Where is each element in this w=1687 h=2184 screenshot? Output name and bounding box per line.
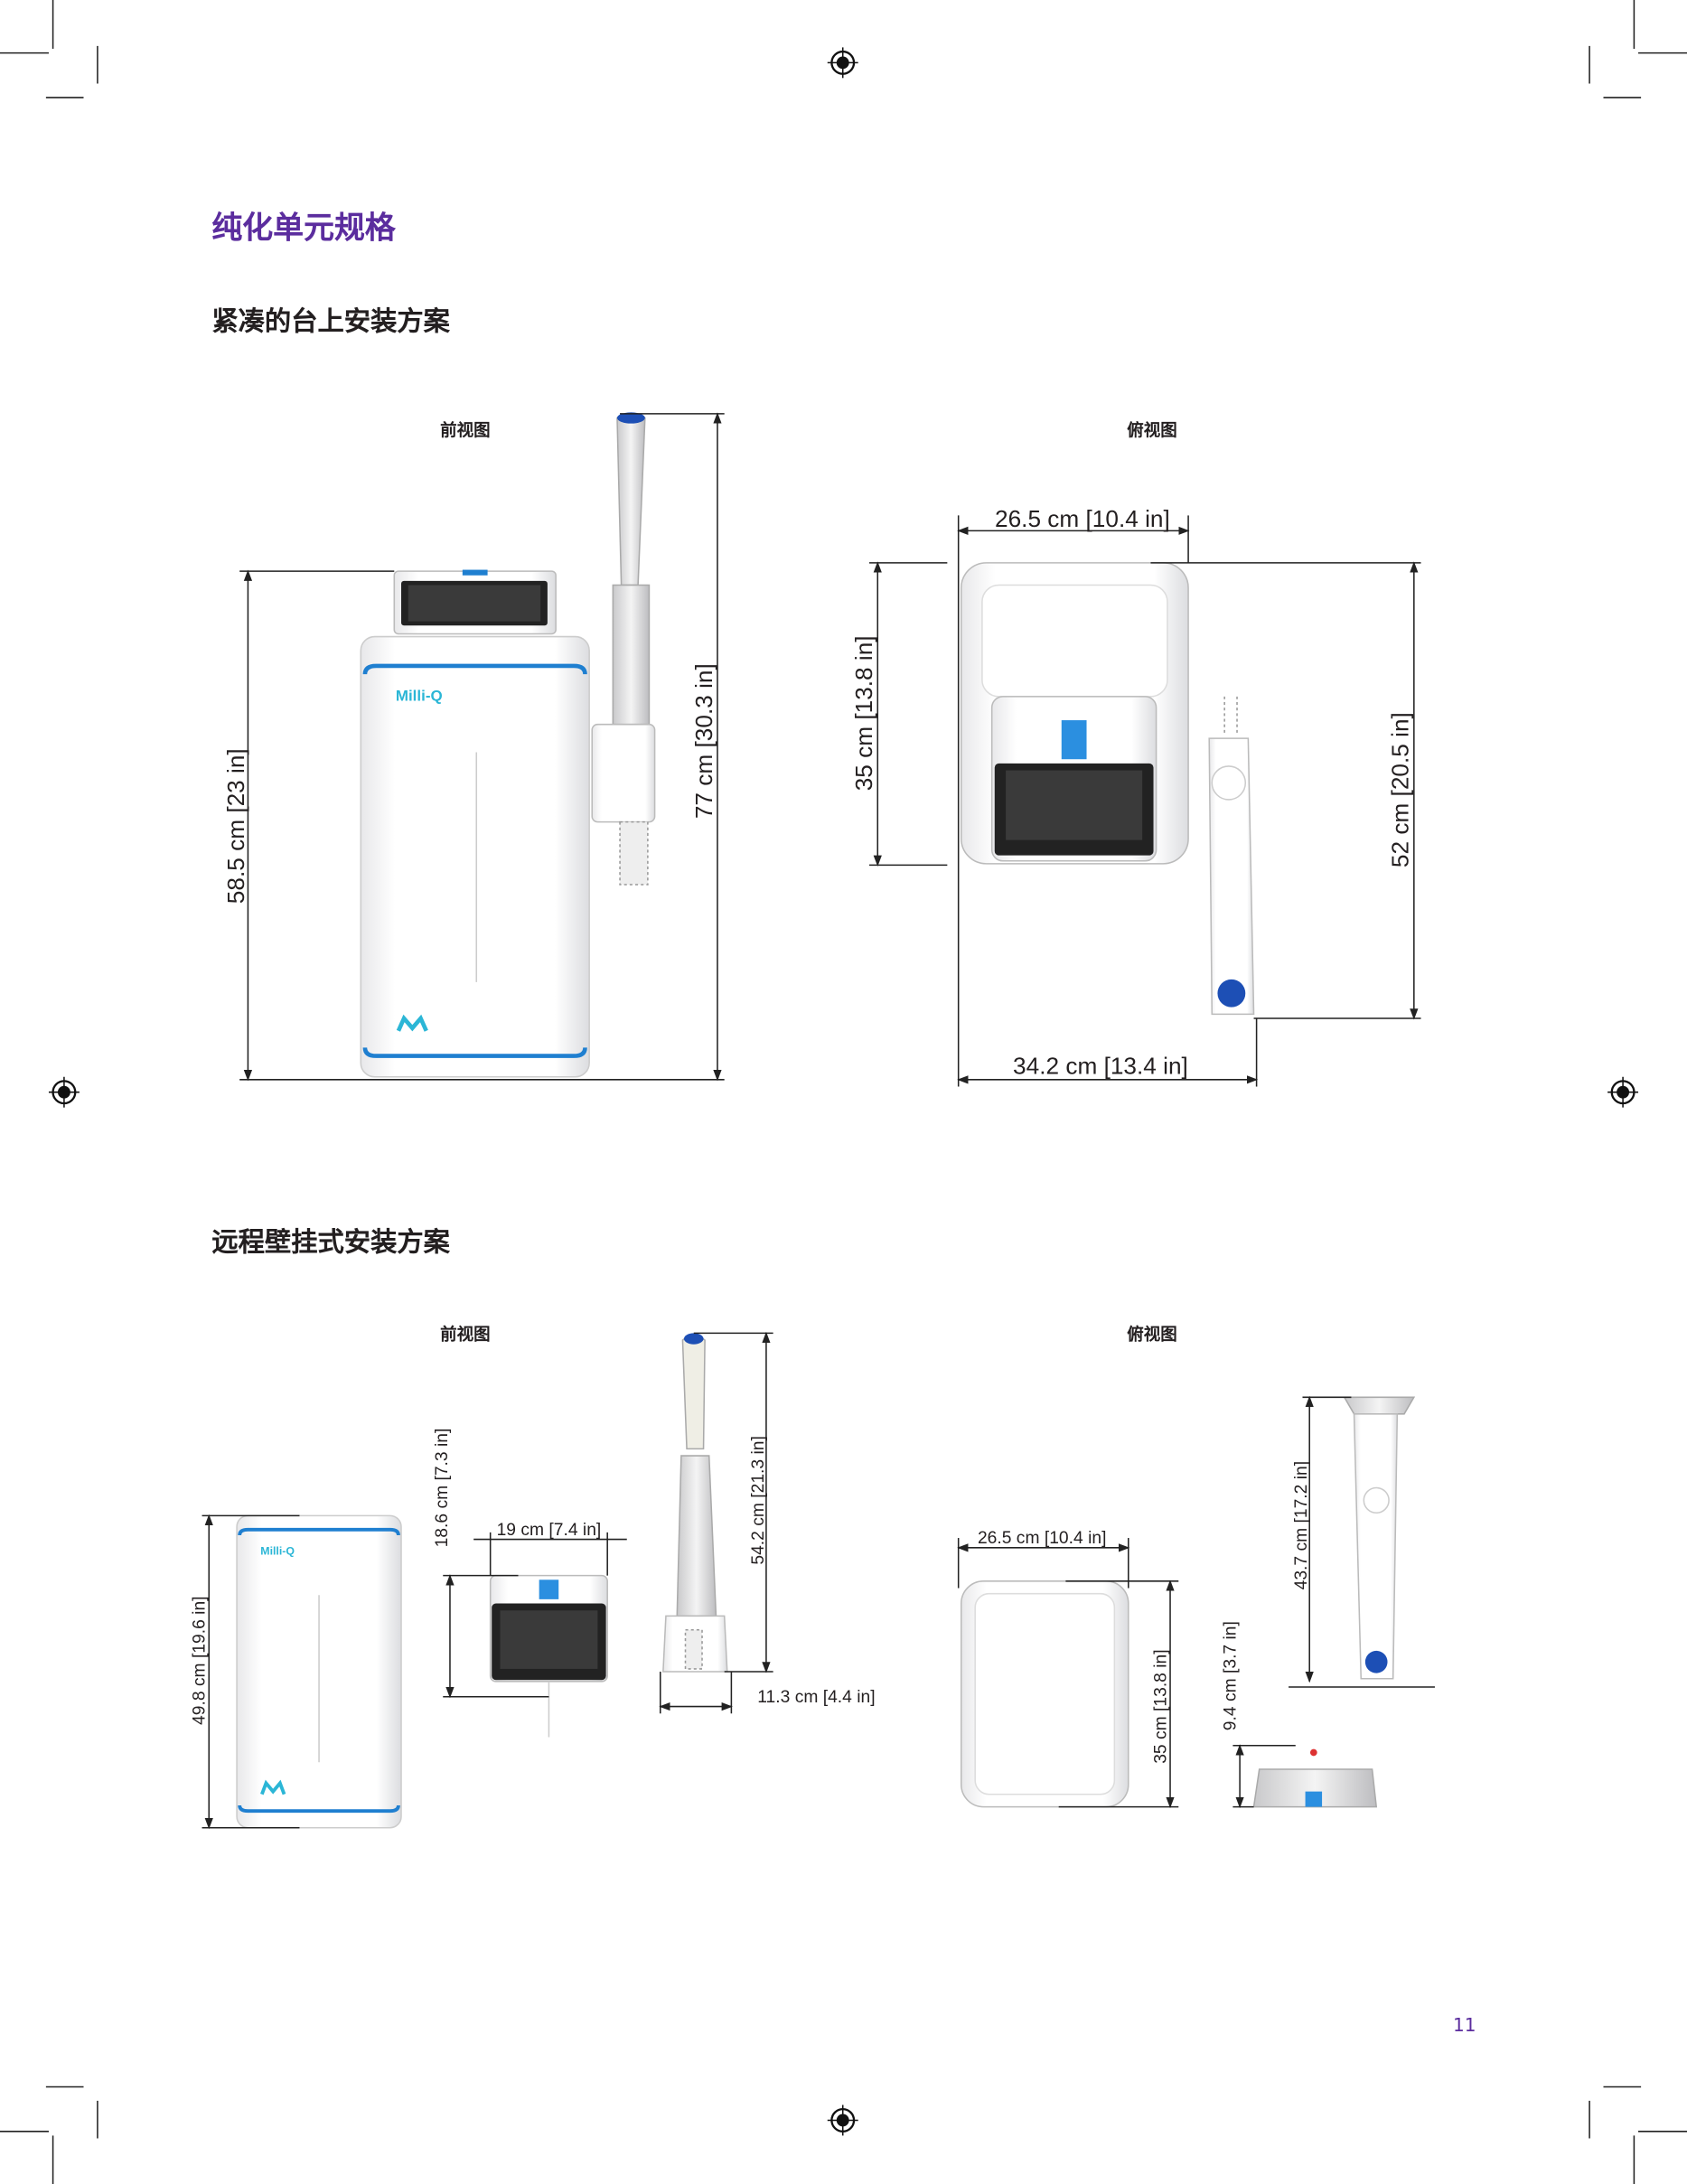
dim-dispenser-depth: 43.7 cm [17.2 in] <box>1291 1460 1311 1590</box>
dim-unit-height: 58.5 cm [23 in] <box>222 748 249 905</box>
dim-total-width: 34.2 cm [13.4 in] <box>1013 1053 1188 1080</box>
dim-unit-height: 49.8 cm [19.6 in] <box>189 1596 210 1725</box>
dim-total-height: 77 cm [30.3 in] <box>690 663 717 820</box>
section-heading-benchtop: 紧凑的台上安装方案 <box>211 306 450 338</box>
dim-unit-depth: 35 cm [13.8 in] <box>1150 1649 1171 1764</box>
view-label-top: 俯视图 <box>1127 1325 1177 1345</box>
dim-dispenser-base-width: 11.3 cm [4.4 in] <box>757 1686 876 1707</box>
dim-unit-width: 26.5 cm [10.4 in] <box>977 1528 1107 1548</box>
view-label-front: 前视图 <box>440 1325 491 1345</box>
section-heading-wall: 远程壁挂式安装方案 <box>211 1227 450 1259</box>
registration-mark-icon <box>826 46 859 80</box>
dim-dispenser-height: 54.2 cm [21.3 in] <box>747 1436 768 1565</box>
benchtop-front-drawing <box>239 412 725 1082</box>
wall-front-drawing <box>202 1331 773 1830</box>
brand-logo: Milli-Q <box>260 1544 295 1558</box>
brand-logo: Milli-Q <box>395 688 443 706</box>
registration-mark-icon <box>826 2104 859 2137</box>
page-title: 纯化单元规格 <box>211 211 396 247</box>
dim-unit-width: 26.5 cm [10.4 in] <box>995 505 1170 532</box>
dim-screen-height: 18.6 cm [7.3 in] <box>431 1428 452 1548</box>
dim-screen-width: 19 cm [7.4 in] <box>496 1519 602 1540</box>
registration-mark-icon <box>1606 1075 1640 1109</box>
view-label-front: 前视图 <box>440 420 491 441</box>
page-number: 11 <box>1452 2015 1476 2037</box>
dim-unit-depth: 35 cm [13.8 in] <box>850 635 878 792</box>
registration-mark-icon <box>47 1075 81 1109</box>
wall-top-drawing <box>957 1395 1435 1809</box>
dim-base-height: 9.4 cm [3.7 in] <box>1220 1621 1241 1731</box>
dim-total-depth: 52 cm [20.5 in] <box>1387 712 1414 868</box>
view-label-top: 俯视图 <box>1127 420 1177 441</box>
benchtop-top-drawing <box>869 515 1421 1087</box>
